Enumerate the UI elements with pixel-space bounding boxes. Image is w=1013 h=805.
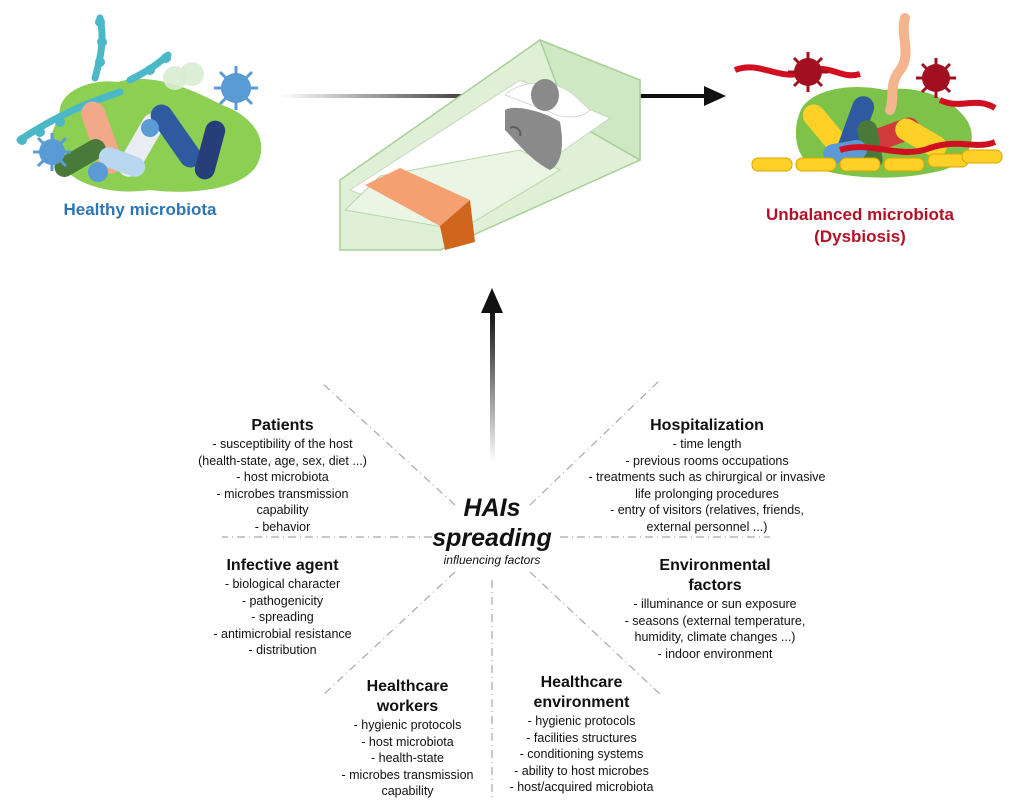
factor-item: - entry of visitors (relatives, friends,	[610, 503, 804, 517]
dysbiosis-microbiota-illustration	[733, 13, 1003, 178]
factor-heading-line2: environment	[533, 694, 630, 711]
factor-item: - spreading	[251, 610, 314, 624]
upward-arrow	[481, 288, 503, 462]
factor-item: - hygienic protocols	[527, 714, 636, 728]
factor-hospitalization: Hospitalization - time length - previous…	[578, 416, 836, 535]
factor-item: external personnel ...)	[646, 519, 768, 534]
factor-item: - biological character	[224, 577, 341, 591]
factor-item: - microbes transmission	[341, 767, 474, 782]
factor-heading: Infective agent	[226, 557, 339, 574]
factor-item: - host microbiota	[236, 470, 329, 484]
factor-item: - distribution	[248, 643, 317, 657]
factor-heading-line2: factors	[688, 577, 742, 594]
factor-item: - host/acquired microbiota	[509, 780, 654, 794]
hospital-bed-illustration	[339, 38, 641, 251]
factor-item: capability	[381, 784, 434, 798]
factor-item: - treatments such as chirurgical or inva…	[588, 470, 826, 484]
center-title-line1: HAIs	[463, 494, 521, 522]
center-label: HAIs spreading influencing factors	[412, 493, 572, 567]
radial-spokes	[222, 379, 770, 800]
dysbiosis-caption-line2: (Dysbiosis)	[814, 227, 906, 246]
factor-heading-line1: Healthcare	[540, 674, 623, 691]
factor-item: - indoor environment	[657, 646, 773, 661]
factor-item: - behavior	[254, 519, 311, 534]
factor-item: - conditioning systems	[519, 747, 644, 761]
dysbiosis-caption-line1: Unbalanced microbiota	[766, 205, 954, 224]
factor-item: humidity, climate changes ...)	[634, 630, 796, 644]
factor-item: (health-state, age, sex, diet ...)	[198, 453, 367, 468]
factor-item: - pathogenicity	[241, 593, 324, 608]
center-subtitle: influencing factors	[443, 553, 541, 567]
arrow-up-icon	[481, 288, 503, 313]
factor-heading-line1: Healthcare	[366, 678, 449, 695]
dysbiosis-caption: Unbalanced microbiota (Dysbiosis)	[730, 204, 990, 248]
factor-heading-line2: workers	[376, 698, 439, 715]
factor-item: - ability to host microbes	[514, 763, 649, 778]
center-title-line2: spreading	[432, 524, 552, 552]
factor-item: - microbes transmission	[216, 486, 349, 501]
factor-heading: Hospitalization	[650, 417, 764, 434]
factor-item: - hygienic protocols	[353, 718, 462, 732]
factor-item: - illuminance or sun exposure	[633, 597, 797, 611]
factor-item: - susceptibility of the host	[212, 437, 353, 451]
factor-environmental: Environmental factors - illuminance or s…	[600, 556, 830, 662]
factor-item: life prolonging procedures	[635, 486, 779, 501]
progression-arrow	[280, 86, 726, 106]
factor-item: - health-state	[371, 751, 444, 765]
factor-heading-line1: Environmental	[659, 557, 771, 574]
factor-item: - seasons (external temperature,	[624, 613, 806, 628]
factor-item: - host microbiota	[361, 734, 454, 749]
factor-heading: Patients	[251, 417, 314, 434]
healthy-microbiota-caption: Healthy microbiota	[63, 200, 217, 219]
factor-item: capability	[256, 503, 309, 517]
factor-healthcare-workers: Healthcare workers - hygienic protocols …	[320, 677, 495, 800]
factor-item: - previous rooms occupations	[625, 453, 789, 468]
healthy-microbiota-illustration	[16, 14, 262, 192]
factor-item: - facilities structures	[526, 730, 637, 745]
factor-item: - time length	[672, 437, 742, 451]
factor-healthcare-environment: Healthcare environment - hygienic protoc…	[494, 673, 669, 796]
arrow-head-icon	[704, 86, 726, 106]
factor-patients: Patients - susceptibility of the host (h…	[180, 416, 385, 535]
factor-item: - antimicrobial resistance	[213, 626, 352, 641]
factor-infective-agent: Infective agent - biological character -…	[180, 556, 385, 659]
